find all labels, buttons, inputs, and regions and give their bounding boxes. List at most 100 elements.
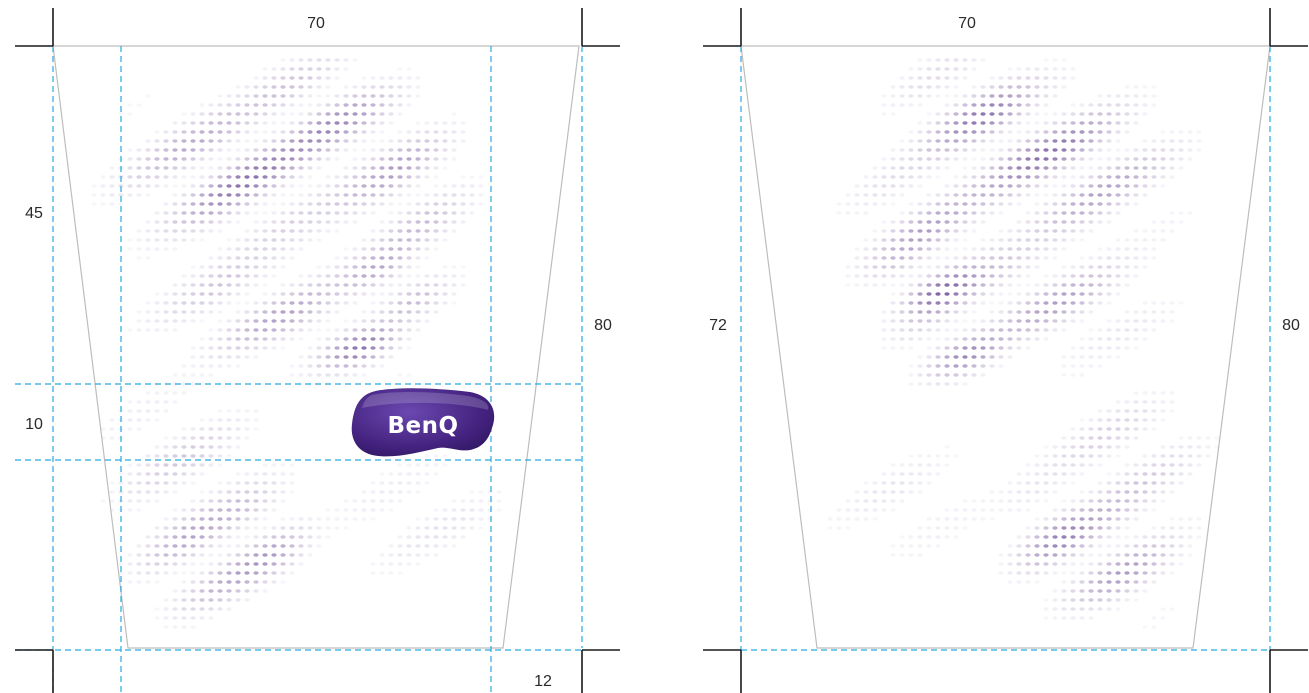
halftone-dot (334, 193, 340, 197)
halftone-dot (908, 364, 914, 368)
halftone-dot (415, 301, 421, 305)
halftone-dot (1187, 445, 1193, 449)
halftone-dot (917, 328, 923, 332)
halftone-dot (953, 193, 959, 197)
halftone-dot (100, 499, 106, 503)
halftone-dot (1079, 607, 1085, 611)
halftone-dot (127, 490, 133, 494)
halftone-dot (1016, 562, 1022, 566)
halftone-dot (980, 166, 986, 170)
halftone-dot (872, 517, 878, 521)
halftone-dot (1124, 589, 1130, 593)
halftone-dot (397, 310, 403, 314)
halftone-dot (1061, 247, 1067, 251)
halftone-dot (451, 211, 457, 215)
halftone-dot (370, 166, 376, 170)
halftone-dot (1052, 58, 1058, 62)
halftone-dot (1133, 166, 1139, 170)
halftone-dot (1178, 562, 1184, 566)
halftone-dot (244, 202, 250, 206)
halftone-dot (217, 589, 223, 593)
halftone-dot (1133, 274, 1139, 278)
halftone-dot (1034, 292, 1040, 296)
halftone-dot (989, 139, 995, 143)
halftone-dot (244, 193, 250, 197)
halftone-dot (1124, 247, 1130, 251)
halftone-dot (953, 517, 959, 521)
halftone-dot (217, 328, 223, 332)
halftone-dot (235, 445, 241, 449)
halftone-dot (172, 517, 178, 521)
halftone-dot (307, 544, 313, 548)
halftone-dot (1115, 580, 1121, 584)
halftone-dot (971, 301, 977, 305)
halftone-dot (1007, 103, 1013, 107)
halftone-dot (271, 310, 277, 314)
halftone-dot (944, 229, 950, 233)
halftone-dot (253, 85, 259, 89)
halftone-dot (208, 103, 214, 107)
halftone-dot (172, 139, 178, 143)
halftone-dot (217, 445, 223, 449)
halftone-dot (181, 598, 187, 602)
halftone-dot (226, 454, 232, 458)
halftone-dot (163, 166, 169, 170)
halftone-dot (451, 283, 457, 287)
halftone-dot (433, 184, 439, 188)
halftone-dot (890, 472, 896, 476)
halftone-dot (244, 103, 250, 107)
halftone-dot (1142, 571, 1148, 575)
halftone-dot (298, 229, 304, 233)
halftone-dot (316, 184, 322, 188)
halftone-dot (145, 454, 151, 458)
halftone-dot (397, 283, 403, 287)
halftone-dot (1124, 328, 1130, 332)
halftone-dot (199, 526, 205, 530)
halftone-dot (1070, 76, 1076, 80)
halftone-dot (145, 499, 151, 503)
halftone-dot (899, 553, 905, 557)
halftone-dot (307, 535, 313, 539)
halftone-dot (217, 517, 223, 521)
halftone-dot (863, 193, 869, 197)
halftone-dot (442, 148, 448, 152)
halftone-dot (370, 283, 376, 287)
halftone-dot (1070, 274, 1076, 278)
halftone-dot (1178, 220, 1184, 224)
halftone-dot (316, 265, 322, 269)
halftone-dot (908, 76, 914, 80)
halftone-dot (944, 274, 950, 278)
halftone-dot (1115, 112, 1121, 116)
halftone-dot (235, 202, 241, 206)
halftone-dot (298, 94, 304, 98)
halftone-dot (1052, 553, 1058, 557)
halftone-dot (244, 310, 250, 314)
halftone-dot (1151, 256, 1157, 260)
halftone-dot (226, 562, 232, 566)
halftone-dot (1097, 265, 1103, 269)
halftone-dot (451, 292, 457, 296)
halftone-dot (953, 247, 959, 251)
halftone-dot (271, 535, 277, 539)
halftone-dot (1124, 310, 1130, 314)
halftone-dot (253, 553, 259, 557)
halftone-dot (370, 346, 376, 350)
halftone-dot (397, 319, 403, 323)
halftone-dot (361, 112, 367, 116)
halftone-dot (226, 418, 232, 422)
halftone-dot (1160, 310, 1166, 314)
halftone-dot (316, 112, 322, 116)
halftone-dot (226, 508, 232, 512)
halftone-dot (208, 148, 214, 152)
halftone-dot (352, 139, 358, 143)
halftone-dot (442, 193, 448, 197)
halftone-dot (917, 301, 923, 305)
halftone-dot (1007, 355, 1013, 359)
halftone-dot (1133, 472, 1139, 476)
halftone-dot (1025, 337, 1031, 341)
halftone-dot (325, 283, 331, 287)
halftone-dot (1025, 175, 1031, 179)
halftone-dot (908, 310, 914, 314)
halftone-dot (361, 499, 367, 503)
halftone-dot (307, 238, 313, 242)
